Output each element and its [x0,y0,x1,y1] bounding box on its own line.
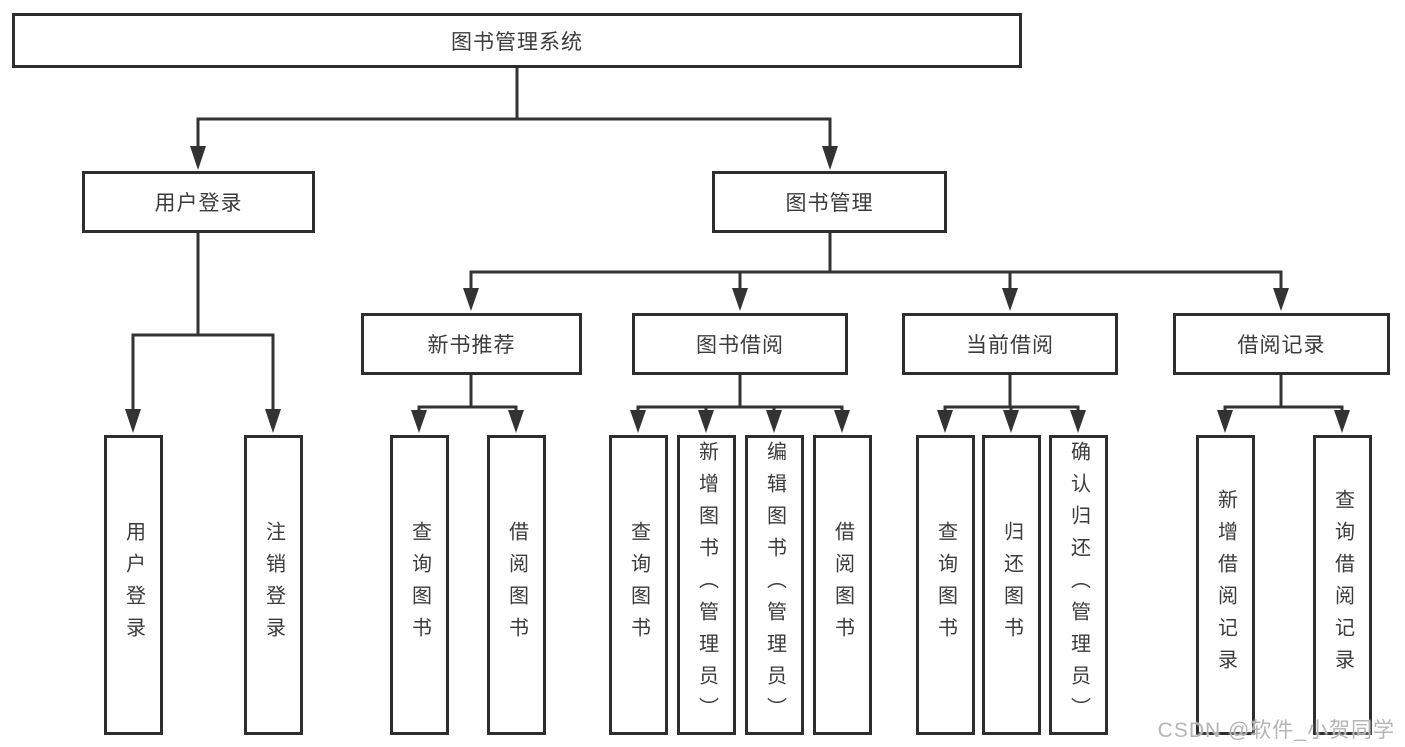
leaf-label: 借阅图书 [831,521,854,649]
leaf-label: 新增借阅记录 [1214,489,1237,681]
arrowhead-icon [1217,410,1233,433]
connector-book-borrow-to-leaves [630,373,850,433]
arrowhead-icon [463,288,479,311]
arrowhead-icon [1070,410,1086,433]
connector-user-login-to-leaves [125,231,281,433]
node-book-management: 图书管理 [712,171,947,233]
leaf-label: 注销登录 [262,521,285,649]
leaf-borrow-query-books: 查询图书 [609,435,668,735]
node-new-book-recommend: 新书推荐 [361,313,582,375]
leaf-label: 确认归还（管理员） [1067,441,1090,729]
arrowhead-icon [125,409,141,433]
leaf-label: 归还图书 [1000,521,1023,649]
leaf-label: 用户登录 [122,521,145,649]
leaf-edit-book-admin: 编辑图书（管理员） [745,435,804,735]
leaf-return-books: 归还图书 [982,435,1041,735]
leaf-label: 查询借阅记录 [1331,489,1354,681]
connector-new-book-recommend-to-leaves [411,373,524,433]
arrowhead-icon [766,410,782,433]
arrowhead-icon [190,146,206,170]
arrowhead-icon [698,410,714,433]
arrowhead-icon [937,410,953,433]
leaf-add-borrow-record: 新增借阅记录 [1196,435,1255,735]
node-current-borrow: 当前借阅 [902,313,1118,375]
arrowhead-icon [1273,288,1289,311]
arrowhead-icon [1002,288,1018,311]
leaf-label: 借阅图书 [505,521,528,649]
node-user-login: 用户登录 [82,171,315,233]
leaf-label: 查询图书 [408,521,431,649]
leaf-current-query-books: 查询图书 [916,435,975,735]
arrowhead-icon [411,410,427,433]
leaf-label: 编辑图书（管理员） [763,441,786,729]
arrowhead-icon [265,409,281,433]
connector-root-to-level2 [190,66,838,170]
arrowhead-icon [1334,410,1350,433]
node-borrow-records: 借阅记录 [1173,313,1390,375]
leaf-confirm-return-admin: 确认归还（管理员） [1049,435,1108,735]
csdn-watermark: CSDN @软件_小贺同学 [1157,719,1395,742]
leaf-borrow-books: 借阅图书 [813,435,872,735]
leaf-label: 查询图书 [627,521,650,649]
arrowhead-icon [508,410,524,433]
arrowhead-icon [630,410,646,433]
leaf-recommend-borrow-books: 借阅图书 [487,435,546,735]
leaf-user-login: 用户登录 [104,435,163,735]
arrowhead-icon [834,410,850,433]
node-book-borrow: 图书借阅 [632,313,848,375]
leaf-logout: 注销登录 [244,435,303,735]
arrowhead-icon [822,146,838,170]
leaf-label: 查询图书 [934,521,957,649]
node-library-management-system: 图书管理系统 [12,13,1022,68]
leaf-recommend-query-books: 查询图书 [390,435,449,735]
leaf-add-book-admin: 新增图书（管理员） [677,435,736,735]
leaf-query-borrow-record: 查询借阅记录 [1313,435,1372,735]
leaf-label: 新增图书（管理员） [695,441,718,729]
arrowhead-icon [732,288,748,311]
connector-borrow-records-to-leaves [1217,373,1350,433]
arrowhead-icon [1003,410,1019,433]
connector-current-borrow-to-leaves [937,373,1086,433]
connector-book-management-to-level3 [463,231,1289,311]
